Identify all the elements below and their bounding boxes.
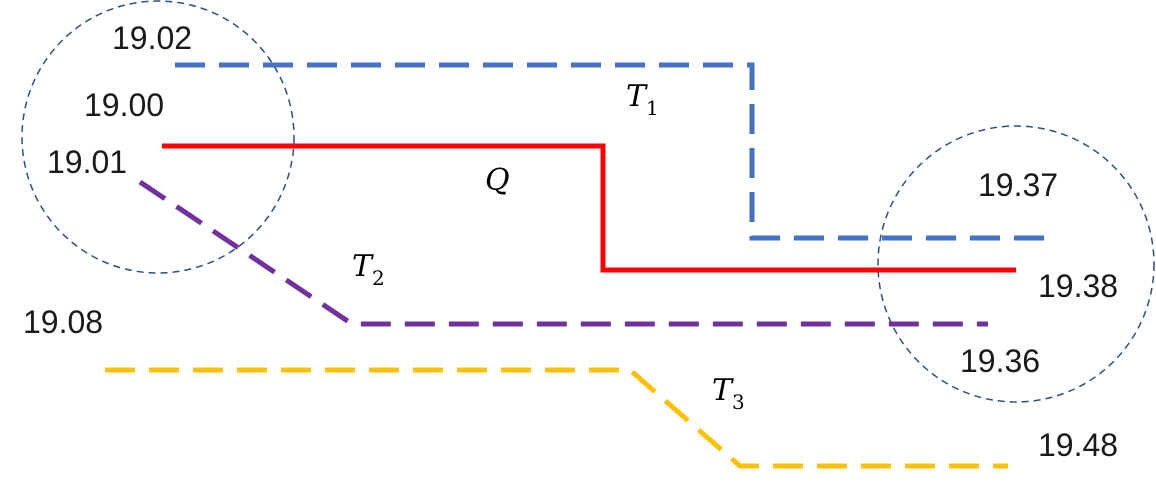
label-t3-end: 19.48 [1038,427,1118,463]
label-q-start: 19.00 [84,87,164,123]
label-t2-start: 19.01 [47,144,127,180]
series-label-t1: T1 [626,79,659,120]
label-t1-end: 19.37 [978,167,1058,203]
t3-line [105,367,1008,469]
label-t3-start: 19.08 [23,304,103,340]
label-q-end: 19.38 [1038,268,1118,304]
series-label-t3: T3 [712,373,745,414]
t1-line [175,62,1046,241]
label-t2-end: 19.36 [960,343,1040,379]
q-line [162,143,1016,273]
label-t1-start: 19.02 [112,20,192,56]
end-group-circle [877,125,1155,403]
series-label-t2: T2 [352,249,385,290]
series-label-q: Q [485,163,510,198]
start-group-circle [21,0,295,274]
t2-line [138,179,988,327]
